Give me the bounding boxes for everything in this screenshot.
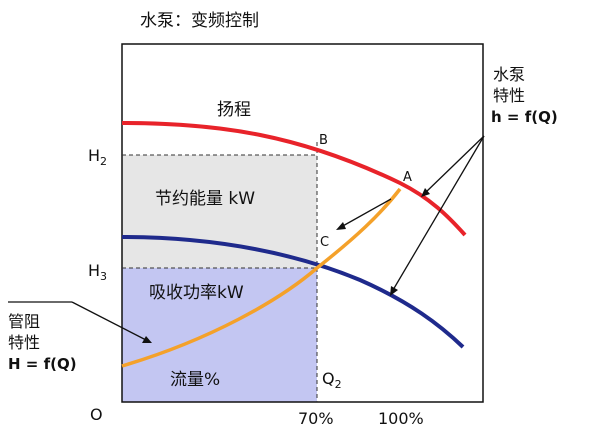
absorbed-power-label: 吸收功率kW — [149, 283, 244, 303]
pump-pointer-head-1 — [421, 188, 430, 197]
pump-curve-reduced-speed — [121, 235, 465, 349]
arrow-a-to-c — [340, 198, 392, 228]
origin-label: O — [90, 405, 103, 424]
pump-pointer-line-2 — [392, 135, 485, 291]
diagram-title: 水泵：变频控制 — [140, 11, 259, 31]
point-b-label: B — [319, 133, 328, 148]
pipe-char-line2: 特性 — [8, 333, 40, 352]
pump-char-line3: h = f(Q) — [491, 108, 558, 126]
arrow-a-to-c-head — [336, 222, 346, 230]
h3-label: H3 — [88, 261, 107, 283]
pipe-pointer-head — [142, 336, 152, 343]
pipe-char-line1: 管阻 — [8, 312, 40, 331]
point-a-label: A — [403, 170, 412, 185]
saved-energy-label: 节约能量 kW — [155, 189, 255, 209]
pump-pointer-line-1 — [424, 135, 485, 194]
pct-100-label: 100% — [378, 409, 424, 428]
pump-pointer-head-2 — [390, 286, 398, 296]
head-label: 扬程 — [217, 100, 251, 120]
pipe-pointer-line-diag — [71, 301, 147, 341]
pct-70-label: 70% — [298, 409, 334, 428]
h2-label: H2 — [88, 146, 107, 168]
pump-char-line1: 水泵 — [493, 65, 525, 84]
flow-label: 流量% — [170, 370, 220, 390]
plot-frame — [121, 43, 484, 403]
pipe-char-line3: H = f(Q) — [8, 355, 77, 373]
q2-label: Q2 — [322, 369, 342, 391]
pipe-characteristic-curve — [121, 187, 402, 368]
pump-curve-full-speed — [121, 121, 467, 237]
pump-char-line2: 特性 — [493, 86, 525, 105]
saved-energy-area — [122, 155, 317, 268]
absorbed-power-area — [122, 268, 317, 402]
point-c-label: C — [320, 235, 329, 250]
